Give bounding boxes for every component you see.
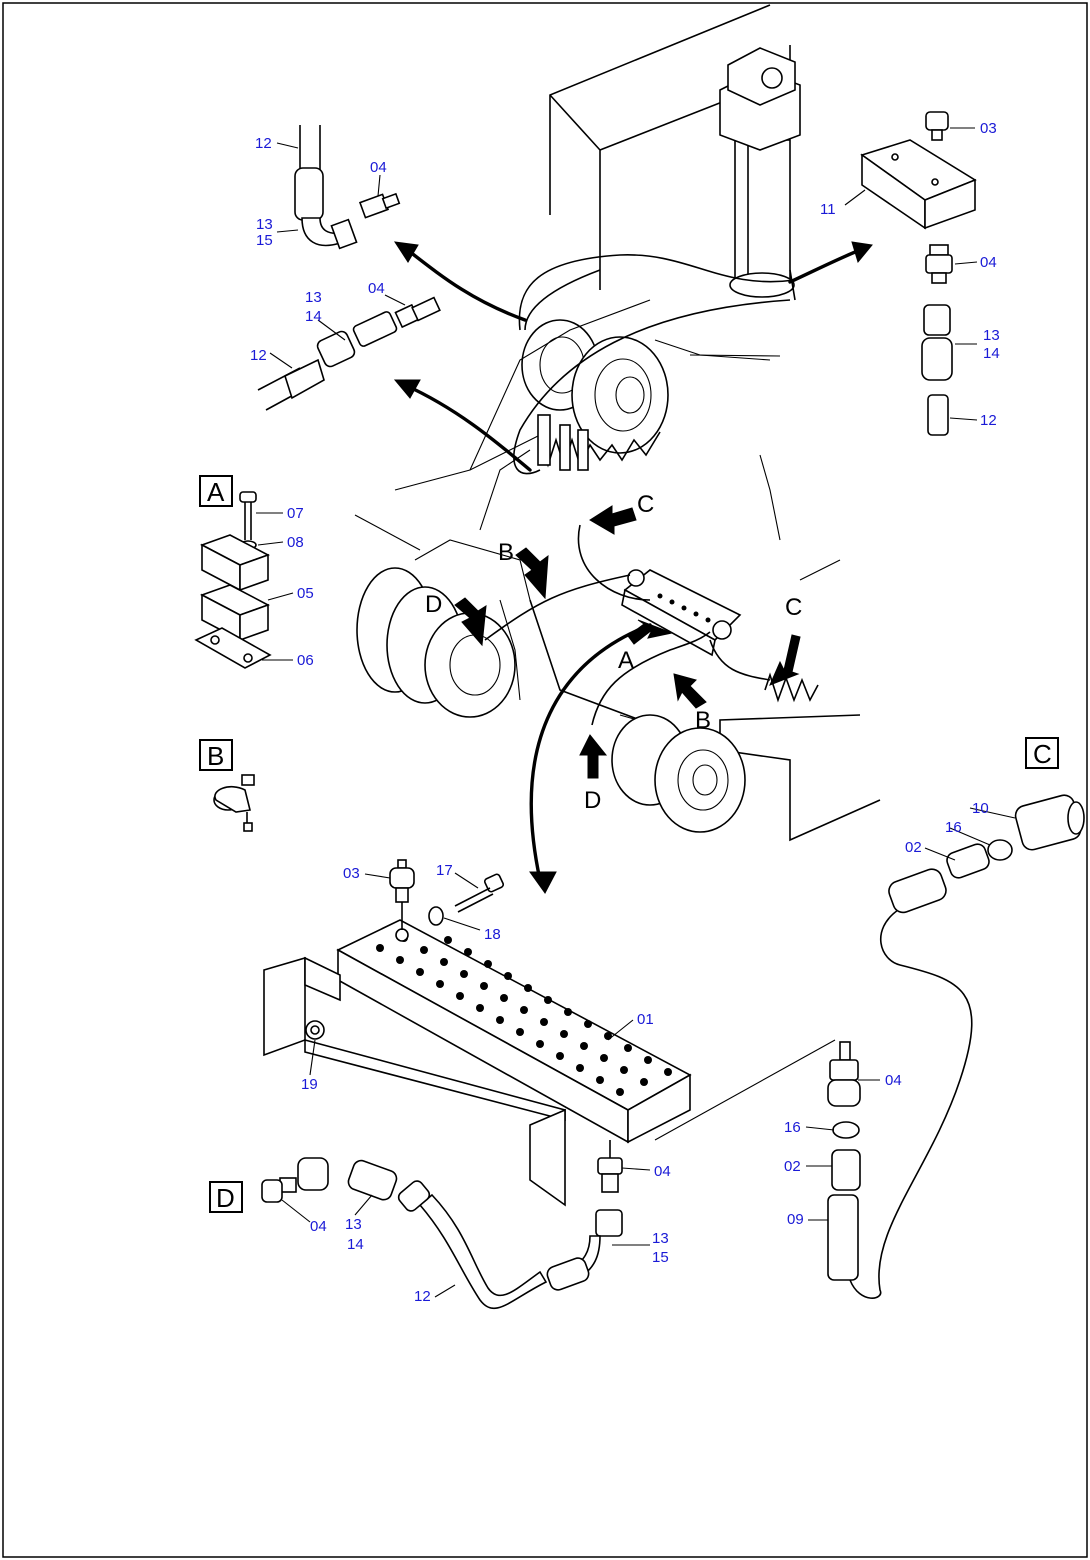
hose-route-3 xyxy=(484,574,631,641)
view-letter-c: C xyxy=(637,491,654,518)
detail-label-c: C xyxy=(1033,739,1052,769)
callout-04: 04 xyxy=(368,280,385,297)
pressure-switch-03 xyxy=(389,859,415,930)
callout-15: 15 xyxy=(256,232,273,249)
callout-17: 17 xyxy=(436,862,453,879)
hose-route-2 xyxy=(513,299,791,475)
curved-arrow-to-topleft xyxy=(403,246,527,322)
callout-12: 12 xyxy=(980,412,997,429)
leader-lines xyxy=(256,127,1016,1298)
callout-04: 04 xyxy=(310,1218,327,1235)
machine-frame-drawing xyxy=(354,4,881,842)
hose-route-1 xyxy=(518,254,796,331)
callout-08: 08 xyxy=(287,534,304,551)
callout-02: 02 xyxy=(784,1158,801,1175)
view-letter-d: D xyxy=(584,787,601,814)
pressure-switch-block-topright xyxy=(860,111,977,436)
view-letter-a: A xyxy=(618,647,634,674)
callout-07: 07 xyxy=(287,505,304,522)
callout-13: 13 xyxy=(345,1216,362,1233)
callout-13: 13 xyxy=(305,289,322,306)
callout-12: 12 xyxy=(250,347,267,364)
callout-14: 14 xyxy=(983,345,1000,362)
view-letter-b: B xyxy=(695,707,711,734)
detail-label-boxes xyxy=(199,475,1059,1213)
clip-detail-b xyxy=(213,774,255,832)
callout-16: 16 xyxy=(945,819,962,836)
bottom-hose-assembly xyxy=(261,1140,623,1310)
pivot-boss-6 xyxy=(654,727,746,833)
callout-12: 12 xyxy=(414,1288,431,1305)
callout-10: 10 xyxy=(972,800,989,817)
detail-label-a: A xyxy=(207,477,225,507)
callout-13: 13 xyxy=(652,1230,669,1247)
curved-arrow-to-topright xyxy=(788,248,862,284)
callout-03: 03 xyxy=(343,865,360,882)
detail-label-d: D xyxy=(216,1183,235,1213)
clamp-detail-a xyxy=(194,491,272,669)
view-letters: C B D C A B D xyxy=(425,491,802,814)
block-holes xyxy=(376,934,672,1096)
hose-route-4 xyxy=(591,631,711,726)
view-arrows xyxy=(454,505,801,779)
view-letter-b: B xyxy=(498,539,514,566)
callout-11: 11 xyxy=(820,201,836,218)
callout-04: 04 xyxy=(370,159,387,176)
distribution-block-assembled xyxy=(621,569,742,657)
hose-12-bottom xyxy=(418,1193,548,1310)
callout-13: 13 xyxy=(256,216,273,233)
callout-16: 16 xyxy=(784,1119,801,1136)
view-letter-c: C xyxy=(785,594,802,621)
mounting-bracket xyxy=(263,956,836,1207)
callout-15: 15 xyxy=(652,1249,669,1266)
callout-13: 13 xyxy=(983,327,1000,344)
callout-14: 14 xyxy=(347,1236,364,1253)
curved-arrow-to-block xyxy=(529,623,652,882)
view-letter-d: D xyxy=(425,591,442,618)
callout-12: 12 xyxy=(255,135,272,152)
bolt-17 xyxy=(454,873,505,913)
washer-18 xyxy=(428,906,444,926)
callout-06: 06 xyxy=(297,652,314,669)
distribution-block-01 xyxy=(336,919,692,1144)
callout-02: 02 xyxy=(905,839,922,856)
callout-09: 09 xyxy=(787,1211,804,1228)
fitting-straight-assembly-midleft xyxy=(257,296,441,411)
callout-numbers: 12 04 13 15 13 14 04 12 03 11 04 13 14 1… xyxy=(250,120,1000,1305)
callout-01: 01 xyxy=(637,1011,654,1028)
pivot-boss-2 xyxy=(571,336,669,454)
cylinder-clamp xyxy=(729,272,795,298)
hose-09 xyxy=(827,1194,859,1281)
callout-03: 03 xyxy=(980,120,997,137)
callout-04: 04 xyxy=(980,254,997,271)
cylinder-body xyxy=(734,139,791,291)
vertical-fitting-stack xyxy=(827,1041,861,1281)
callout-04: 04 xyxy=(654,1163,671,1180)
detail-box-letters: A B C D xyxy=(207,477,1052,1213)
callout-18: 18 xyxy=(484,926,501,943)
coupling-detail-c xyxy=(849,794,1085,1299)
callout-05: 05 xyxy=(297,585,314,602)
hose-c xyxy=(849,909,973,1299)
callout-19: 19 xyxy=(301,1076,318,1093)
callout-14: 14 xyxy=(305,308,322,325)
detail-label-b: B xyxy=(207,741,224,771)
fitting-elbow-assembly-topleft xyxy=(294,125,401,250)
callout-04: 04 xyxy=(885,1072,902,1089)
curved-arrow-to-midleft xyxy=(403,383,532,472)
